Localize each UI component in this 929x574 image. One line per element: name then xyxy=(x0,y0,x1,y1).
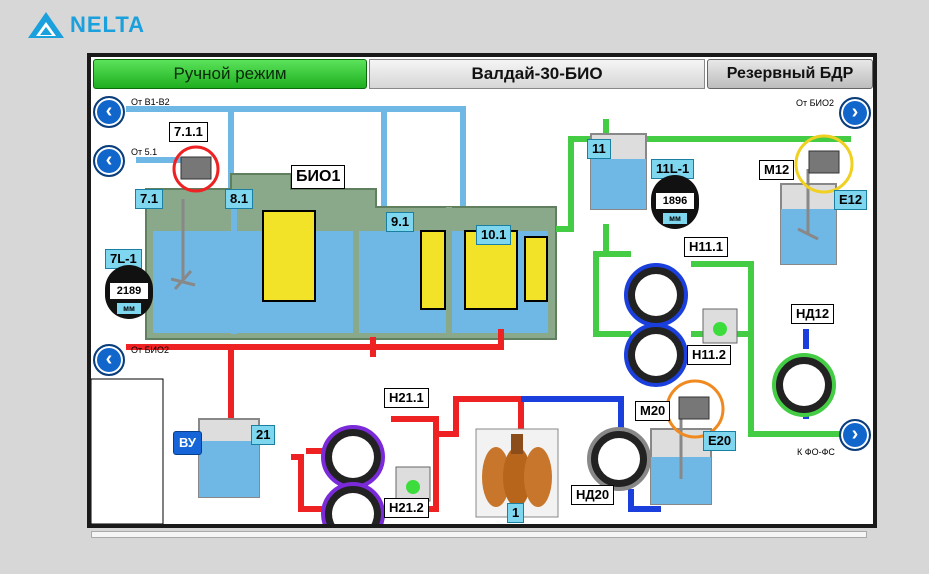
tank-e12 xyxy=(780,169,837,265)
level-gauge-7l1: 2189 мм xyxy=(105,265,153,319)
motor-label-m20: M20 xyxy=(635,401,671,421)
vu-button[interactable]: ВУ xyxy=(173,431,202,455)
motor-m12-icon xyxy=(808,150,840,174)
tank-label-e12: E12 xyxy=(834,190,868,210)
arrow-right-icon[interactable]: › xyxy=(839,97,871,129)
inlet-label-bio2: От БИО2 xyxy=(131,345,170,355)
level-unit-11l1: мм xyxy=(663,213,687,224)
pump-nd12 xyxy=(772,353,836,417)
hmi-screen: Ручной режим Валдай-30-БИО Резервный БДР xyxy=(91,57,873,524)
filter-1 xyxy=(475,428,559,518)
pump-label-h11-1: H11.1 xyxy=(684,237,728,257)
pump-label-h21-2: H21.2 xyxy=(384,498,429,518)
filter-label-1: 1 xyxy=(507,503,525,523)
pump-label-h11-2: H11.2 xyxy=(687,345,731,365)
pump-h11-1 xyxy=(624,263,688,327)
arrow-left-icon[interactable]: ‹ xyxy=(93,96,125,128)
pump-label-h21-1: H21.1 xyxy=(384,388,429,408)
brand-logo: NELTA xyxy=(26,8,145,42)
bottom-strip xyxy=(91,531,867,538)
level-label-11l1: 11L-1 xyxy=(651,159,695,179)
level-value-7l1: 2189 xyxy=(110,283,148,299)
arrow-left-icon[interactable]: ‹ xyxy=(93,344,125,376)
arrow-left-icon[interactable]: ‹ xyxy=(93,145,125,177)
level-gauge-11l1: 1896 мм xyxy=(651,175,699,229)
motor-m12-ring xyxy=(794,134,854,194)
station-title: Валдай-30-БИО xyxy=(369,59,705,89)
mixer-7-1 xyxy=(170,199,196,290)
inlet-label-51: От 5.1 xyxy=(131,147,158,157)
bio1-title: БИО1 xyxy=(291,165,346,189)
tank-e20 xyxy=(650,414,712,505)
tank-label-8-1: 8.1 xyxy=(225,189,254,209)
pump-h21-2 xyxy=(321,482,385,524)
tank-21 xyxy=(198,418,260,498)
manual-mode-button[interactable]: Ручной режим xyxy=(93,59,367,89)
tank-label-9-1: 9.1 xyxy=(386,212,415,232)
tank-label-11: 11 xyxy=(587,139,611,159)
pump-label-nd12: НД12 xyxy=(791,304,835,324)
inset-frame xyxy=(91,378,164,524)
pump-label-nd20: НД20 xyxy=(571,485,615,505)
process-diagram xyxy=(91,106,854,524)
tank-label-21: 21 xyxy=(251,425,276,445)
outlet-label-kfo: К ФО-ФС xyxy=(797,447,835,457)
tank-label-e20: E20 xyxy=(703,431,737,451)
selector-switch-h21 xyxy=(395,466,431,502)
tank-label-7-1: 7.1 xyxy=(135,189,164,209)
outlet-label-bio2: От БИО2 xyxy=(796,98,835,108)
reserve-bdr-button[interactable]: Резервный БДР xyxy=(707,59,873,89)
motor-label-7-1-1: 7.1.1 xyxy=(169,122,208,142)
pump-h21-1 xyxy=(321,425,385,489)
tank-label-10-1: 10.1 xyxy=(476,225,512,245)
pump-h11-2 xyxy=(624,323,688,387)
level-unit-7l1: мм xyxy=(117,303,141,314)
pump-nd20 xyxy=(587,427,651,491)
red-pipes xyxy=(126,329,524,512)
motor-7-1-1-ring xyxy=(172,145,220,193)
level-value-11l1: 1896 xyxy=(656,193,694,209)
inlet-label-b1b2: От В1-В2 xyxy=(131,97,170,107)
motor-m20-icon xyxy=(678,396,710,420)
selector-switch-h11 xyxy=(702,308,738,344)
top-bar: Ручной режим Валдай-30-БИО Резервный БДР xyxy=(91,57,873,89)
motor-7-1-1-icon xyxy=(180,156,212,180)
motor-label-m12: M12 xyxy=(759,160,795,180)
arrow-right-icon[interactable]: › xyxy=(839,419,871,451)
delta-triangle-icon xyxy=(28,12,64,38)
bio1-basin xyxy=(145,173,557,340)
brand-name: NELTA xyxy=(70,12,146,37)
